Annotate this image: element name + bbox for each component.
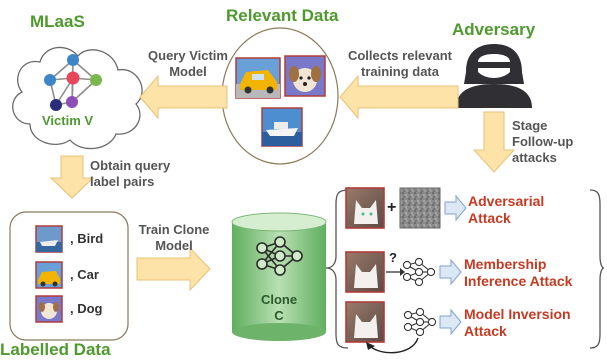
- labelled-bird-text: , Bird: [70, 231, 104, 246]
- labelled-data-box: [9, 211, 129, 341]
- inv-network-icon: [403, 307, 437, 337]
- adversary-hacker-icon: [456, 44, 532, 108]
- inv-feedback-arrowhead: [366, 342, 375, 350]
- noise-image: [399, 187, 441, 229]
- labelled-car-text: , Car: [70, 267, 99, 282]
- adversary-title: Adversary: [452, 20, 536, 39]
- relevant-data-title: Relevant Data: [226, 6, 339, 25]
- labelled-dog-image: [35, 295, 63, 323]
- labelled-car-image: [35, 261, 63, 289]
- arrow-stage: [472, 111, 516, 173]
- dog-image: [284, 55, 326, 97]
- mlaas-title: MLaaS: [30, 12, 85, 31]
- inv-cat-image: [345, 301, 385, 343]
- mem-cat-image: [345, 251, 385, 293]
- labelled-data-title: Labelled Data: [0, 340, 111, 359]
- clone-network-icon: [256, 236, 303, 276]
- attacks-curly-brace-right: [589, 189, 605, 349]
- attacks-curly-brace: [325, 189, 349, 349]
- question-symbol: ?: [389, 250, 397, 265]
- mem-network-icon: [402, 257, 436, 287]
- arrow-query-victim: [139, 74, 228, 120]
- labelled-dog-text: , Dog: [70, 301, 103, 316]
- arrow-collects: [339, 74, 459, 120]
- adv-cat-image: [345, 187, 385, 229]
- blue-arrow-adversarial: [444, 194, 467, 222]
- arrow-obtain-pairs: [49, 155, 95, 199]
- inv-feedback-arrow: [369, 337, 419, 354]
- boat-image: [261, 107, 303, 147]
- blue-arrow-membership: [439, 258, 462, 286]
- plus-symbol: +: [387, 199, 397, 216]
- clone-cylinder: [231, 212, 327, 341]
- mem-input-arrowhead: [400, 268, 405, 276]
- arrow-train-clone: [136, 246, 211, 292]
- labelled-bird-image: [35, 225, 63, 253]
- blue-arrow-inversion: [439, 308, 462, 336]
- victim-network-icon: [44, 54, 102, 111]
- victim-label: Victim V: [42, 113, 94, 128]
- car-image: [235, 57, 281, 99]
